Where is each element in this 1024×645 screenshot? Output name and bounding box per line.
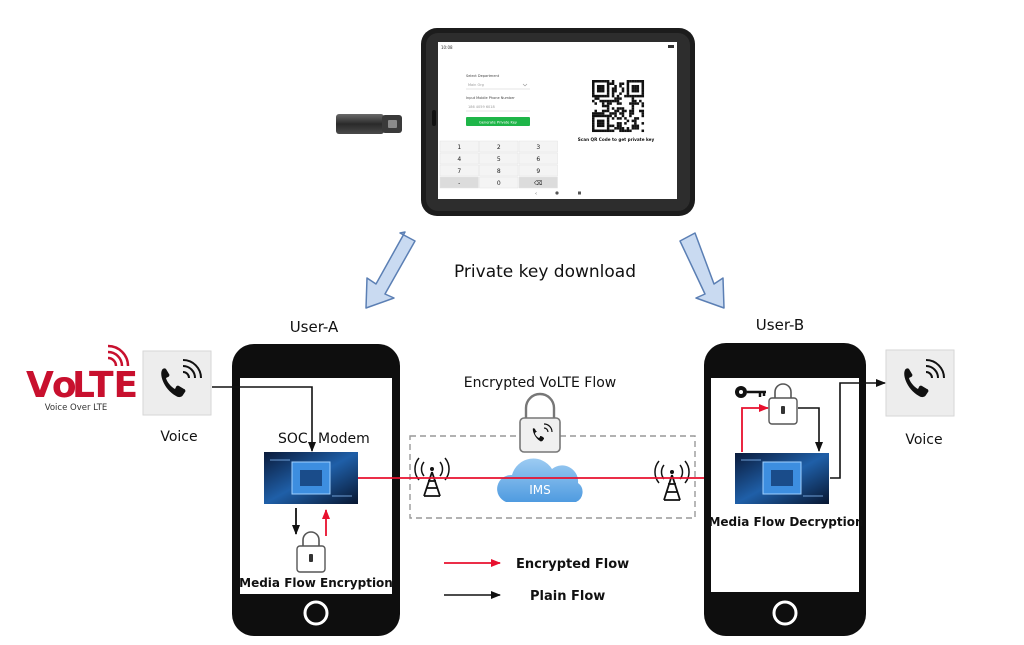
chip-a: [264, 452, 358, 504]
keypad-key[interactable]: 3: [518, 140, 558, 153]
keypad-key-label: 3: [536, 144, 540, 151]
soc-label: SOC: [278, 431, 308, 447]
keypad-key[interactable]: 6: [518, 152, 558, 165]
private-key-download-label: Private key download: [454, 262, 636, 282]
home-button-b: [772, 600, 798, 626]
keypad-key-label: 5: [497, 156, 501, 163]
download-arrow-right: [679, 232, 725, 309]
phone-label: Input Mobile Phone Number: [466, 96, 515, 100]
keypad-key-label: 6: [536, 156, 540, 163]
volte-logo-vo: Vo: [26, 365, 77, 406]
legend-encrypted-label: Encrypted Flow: [516, 557, 629, 572]
key-icon: [735, 386, 766, 398]
keypad-key[interactable]: 8: [479, 164, 519, 177]
encrypted-volte-flow-label: Encrypted VoLTE Flow: [464, 375, 617, 391]
keypad: 1 2 3 4 5 6 7 8 9 - 0 ⌫: [439, 140, 558, 189]
modem-label: Modem: [318, 431, 370, 447]
keypad-key[interactable]: 1: [439, 140, 479, 153]
cell-tower-icon-left: [414, 457, 450, 497]
keypad-key[interactable]: -: [439, 176, 479, 189]
keypad-key[interactable]: 9: [518, 164, 558, 177]
keypad-key-label: 8: [497, 168, 501, 175]
media-flow-encryption-label: Media Flow Encryption: [239, 576, 393, 590]
keypad-key-label: ⌫: [533, 180, 542, 187]
lock-icon-b: [768, 383, 798, 425]
voice-phone-icon-left: [142, 350, 212, 416]
back-icon: ‹: [535, 191, 537, 197]
voice-label-right: Voice: [905, 432, 942, 448]
generate-key-button[interactable]: [466, 117, 530, 126]
department-select[interactable]: Main Org: [468, 83, 484, 87]
plain-flow-arrow-voice-to-modem: [212, 386, 316, 452]
qr-caption: Scan QR Code to get private key: [578, 137, 655, 142]
keypad-key-label: 4: [457, 156, 461, 163]
cell-tower-icon-right: [654, 460, 690, 501]
lock-icon-a: [296, 531, 326, 573]
media-flow-decryption-label: Media Flow Decryption: [708, 515, 863, 529]
home-icon: [555, 191, 559, 195]
encrypted-flow-arrow-to-lock-b: [741, 404, 769, 452]
user-a-label: User-A: [290, 318, 339, 336]
keypad-key[interactable]: 5: [479, 152, 519, 165]
recents-icon: [578, 191, 581, 195]
qr-code: [592, 80, 645, 133]
volte-logo-lte: LTE: [72, 365, 138, 406]
battery-icon: [668, 45, 674, 48]
keypad-key-label: 0: [497, 180, 501, 187]
generate-key-button-label: Generate Private Key: [479, 120, 518, 124]
keypad-key-label: 1: [457, 144, 461, 151]
keypad-key-label: 2: [497, 144, 501, 151]
plain-flow-arrow-lock-to-chip-b: [798, 407, 823, 452]
phone-input[interactable]: 186 4059 6018: [468, 105, 495, 109]
legend-plain-label: Plain Flow: [530, 589, 605, 604]
keypad-key[interactable]: 4: [439, 152, 479, 165]
tablet-status-time: 10:08: [441, 45, 453, 50]
keypad-key[interactable]: 2: [479, 140, 519, 153]
chevron-down-icon: [522, 83, 528, 87]
voice-label-left: Voice: [160, 429, 197, 445]
keypad-key-label: 9: [536, 168, 540, 175]
keypad-key[interactable]: ⌫: [518, 176, 558, 189]
plain-flow-arrow-chip-to-voice-b: [830, 379, 886, 479]
ims-cloud-icon: [497, 458, 583, 502]
usb-key-icon: [336, 114, 402, 134]
keypad-key-label: 7: [457, 168, 461, 175]
ims-label: IMS: [529, 483, 551, 497]
keypad-key-label: -: [458, 180, 460, 187]
home-button-a: [303, 600, 329, 626]
chip-b: [735, 453, 829, 504]
voice-phone-icon-right: [885, 349, 955, 417]
download-arrow-left: [365, 231, 416, 309]
legend: Encrypted Flow Plain Flow: [444, 557, 629, 604]
tablet-device: 10:08 Select Department Main Org Input M…: [421, 28, 695, 216]
volte-logo-subtitle: Voice Over LTE: [45, 403, 108, 413]
department-label: Select Department: [466, 74, 500, 78]
keypad-key[interactable]: 0: [479, 176, 519, 189]
keypad-key[interactable]: 7: [439, 164, 479, 177]
volte-logo: Vo LTE Voice Over LTE: [26, 344, 138, 413]
lock-phone-icon: [519, 392, 561, 453]
user-b-label: User-B: [756, 316, 804, 334]
